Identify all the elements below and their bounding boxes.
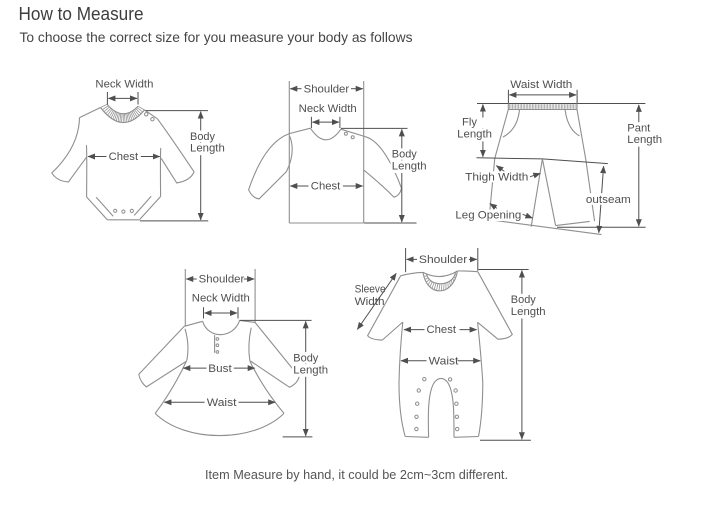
svg-text:Chest: Chest (427, 324, 457, 336)
svg-text:outseam: outseam (586, 194, 631, 206)
svg-text:Length: Length (457, 129, 492, 141)
svg-text:Sleeve: Sleeve (355, 284, 386, 296)
svg-text:Waist: Waist (207, 397, 237, 409)
svg-text:Length: Length (511, 306, 546, 318)
svg-text:Neck Width: Neck Width (299, 103, 357, 115)
svg-text:Fly: Fly (462, 117, 478, 129)
svg-text:Width: Width (355, 296, 385, 308)
svg-text:Body: Body (392, 149, 417, 161)
svg-text:How to Measure: How to Measure (19, 4, 144, 24)
svg-text:Length: Length (190, 143, 225, 155)
svg-text:Length: Length (392, 161, 427, 173)
svg-text:Body: Body (293, 353, 318, 365)
svg-text:Leg Opening: Leg Opening (455, 210, 521, 222)
svg-text:Shoulder: Shoulder (304, 84, 350, 96)
svg-text:Neck Width: Neck Width (95, 79, 153, 91)
svg-text:Shoulder: Shoulder (199, 274, 245, 286)
svg-text:Length: Length (627, 134, 662, 146)
svg-text:To choose the correct size for: To choose the correct size for you measu… (20, 29, 413, 45)
svg-text:Body: Body (190, 131, 215, 143)
svg-text:Chest: Chest (311, 181, 341, 193)
svg-text:Body: Body (511, 294, 536, 306)
svg-text:Chest: Chest (109, 151, 139, 163)
svg-text:Thigh Width: Thigh Width (465, 171, 528, 183)
svg-text:Neck Width: Neck Width (192, 293, 250, 305)
svg-text:Pant: Pant (627, 122, 650, 134)
svg-text:Shoulder: Shoulder (419, 254, 468, 266)
svg-text:Length: Length (293, 364, 328, 376)
svg-text:Bust: Bust (208, 363, 231, 375)
svg-text:Waist Width: Waist Width (510, 79, 572, 91)
svg-text:Waist: Waist (429, 355, 459, 367)
svg-text:Item Measure by hand, it could: Item Measure by hand, it could be 2cm~3c… (205, 467, 508, 482)
